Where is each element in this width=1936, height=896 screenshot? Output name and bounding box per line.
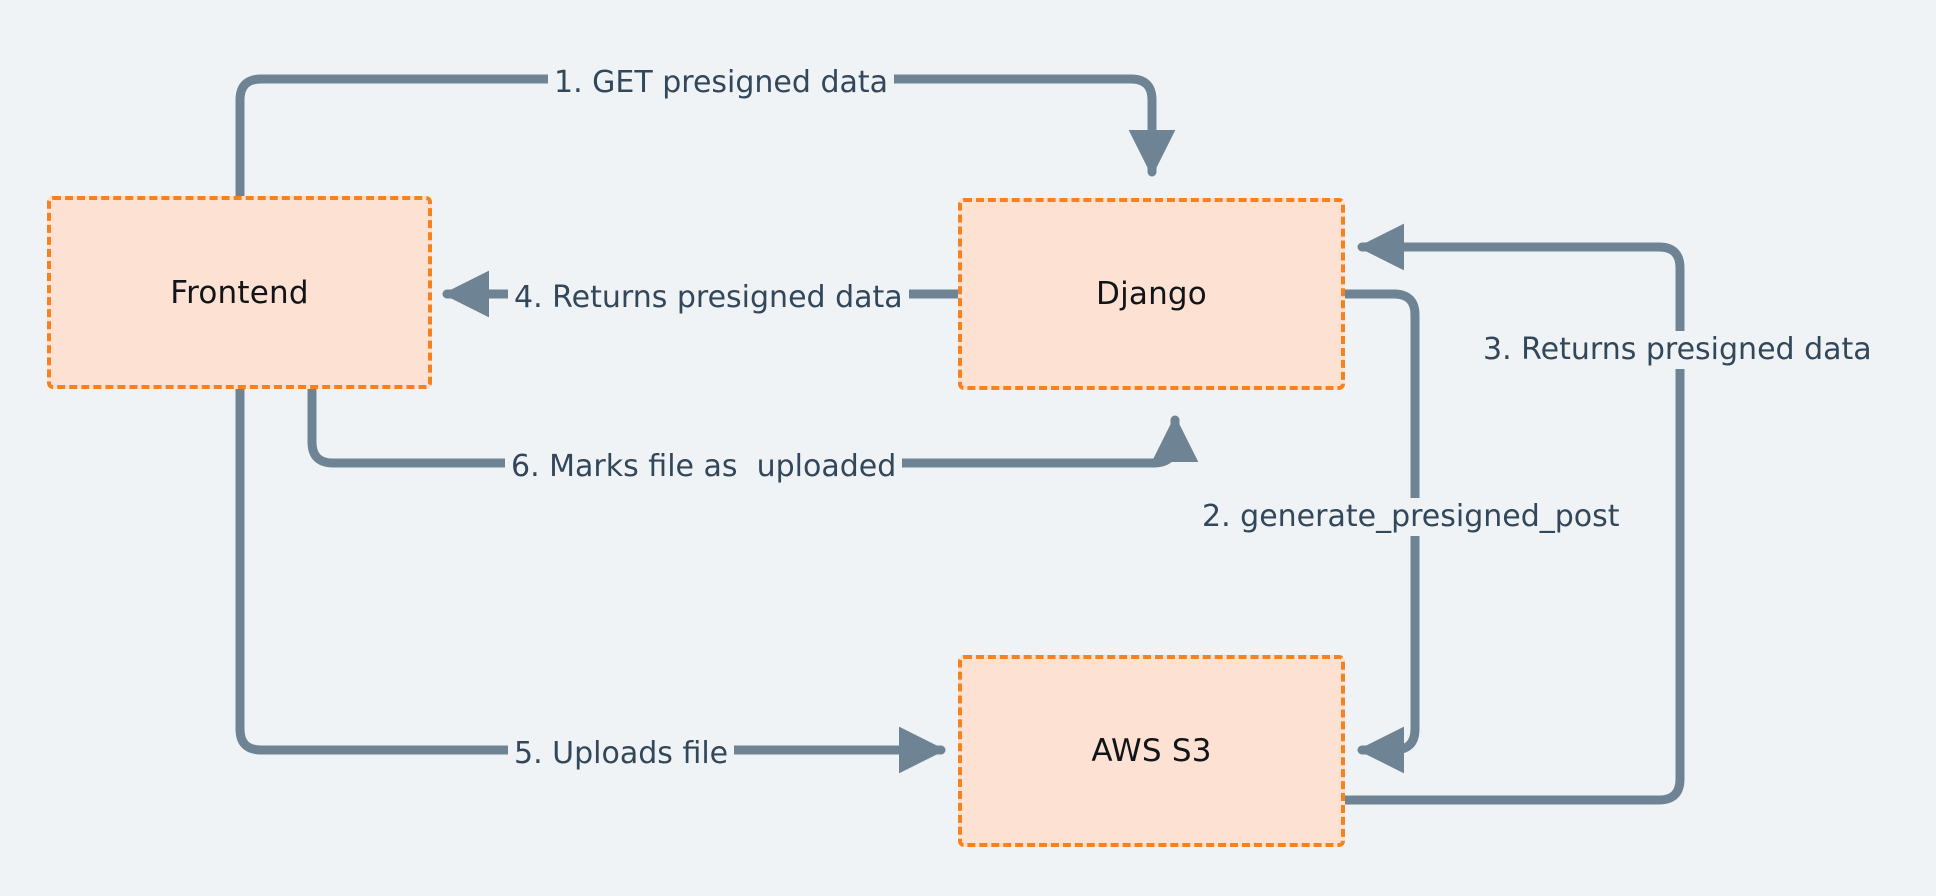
node-django-label: Django	[1096, 276, 1207, 312]
connector-3-returns-presigned-data	[1340, 223, 1685, 805]
edge-label-5: 5. Uploads file	[508, 735, 735, 773]
edge-label-3: 3. Returns presigned data	[1477, 331, 1878, 369]
node-django[interactable]: Django	[958, 198, 1345, 390]
edge-label-2: 2. generate_presigned_post	[1196, 498, 1626, 536]
edge-label-4: 4. Returns presigned data	[508, 279, 909, 317]
node-aws-s3-label: AWS S3	[1091, 733, 1212, 769]
connector-5-uploads-file	[235, 384, 946, 774]
node-frontend[interactable]: Frontend	[47, 196, 432, 389]
node-frontend-label: Frontend	[170, 274, 309, 311]
edge-label-1: 1. GET presigned data	[548, 64, 895, 102]
edge-label-6: 6. Marks file as uploaded	[505, 448, 903, 486]
node-aws-s3[interactable]: AWS S3	[958, 655, 1345, 847]
